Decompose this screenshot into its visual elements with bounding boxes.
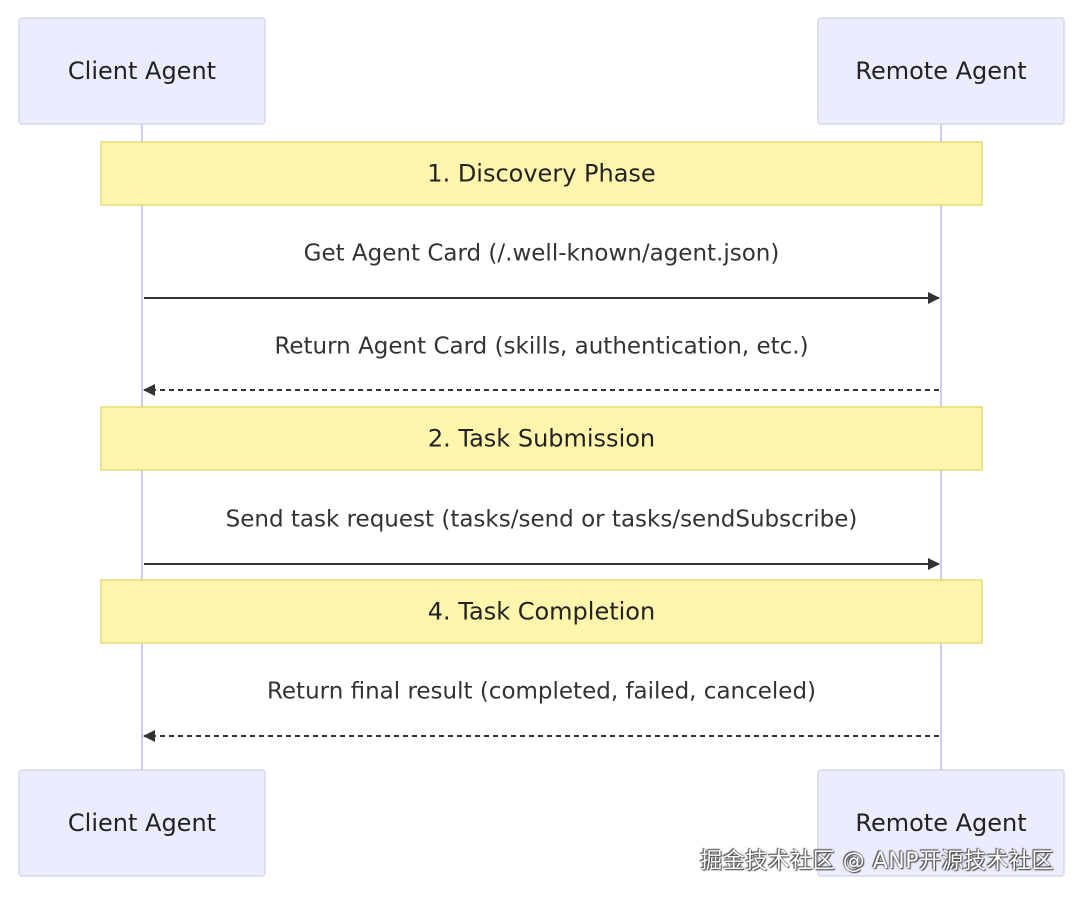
watermark-text: 掘金技术社区 @ ANP开源技术社区	[700, 849, 1054, 874]
actor-label: Client Agent	[68, 809, 216, 837]
actor-client-agent-top: Client Agent	[18, 17, 266, 125]
note-label: 2. Task Submission	[428, 425, 655, 453]
message-return-agent-card: Return Agent Card (skills, authenticatio…	[143, 334, 939, 396]
actor-label: Remote Agent	[855, 57, 1026, 85]
message-get-agent-card: Get Agent Card (/.well-known/agent.json)	[144, 241, 940, 304]
message-send-task-request: Send task request (tasks/send or tasks/s…	[144, 507, 940, 570]
actor-remote-agent-top: Remote Agent	[817, 17, 1065, 125]
note-task-submission: 2. Task Submission	[100, 406, 983, 471]
actor-client-agent-bottom: Client Agent	[18, 769, 266, 877]
message-label: Get Agent Card (/.well-known/agent.json)	[304, 241, 780, 267]
message-label: Return final result (completed, failed, …	[267, 679, 816, 705]
note-discovery-phase: 1. Discovery Phase	[100, 141, 983, 206]
message-return-final-result: Return final result (completed, failed, …	[143, 679, 939, 742]
actor-label: Remote Agent	[855, 809, 1026, 837]
note-task-completion: 4. Task Completion	[100, 579, 983, 644]
message-label: Return Agent Card (skills, authenticatio…	[274, 334, 808, 360]
note-label: 1. Discovery Phase	[427, 160, 655, 188]
note-label: 4. Task Completion	[428, 598, 655, 626]
actor-remote-agent-bottom: Remote Agent	[817, 769, 1065, 877]
actor-label: Client Agent	[68, 57, 216, 85]
message-label: Send task request (tasks/send or tasks/s…	[226, 507, 858, 533]
